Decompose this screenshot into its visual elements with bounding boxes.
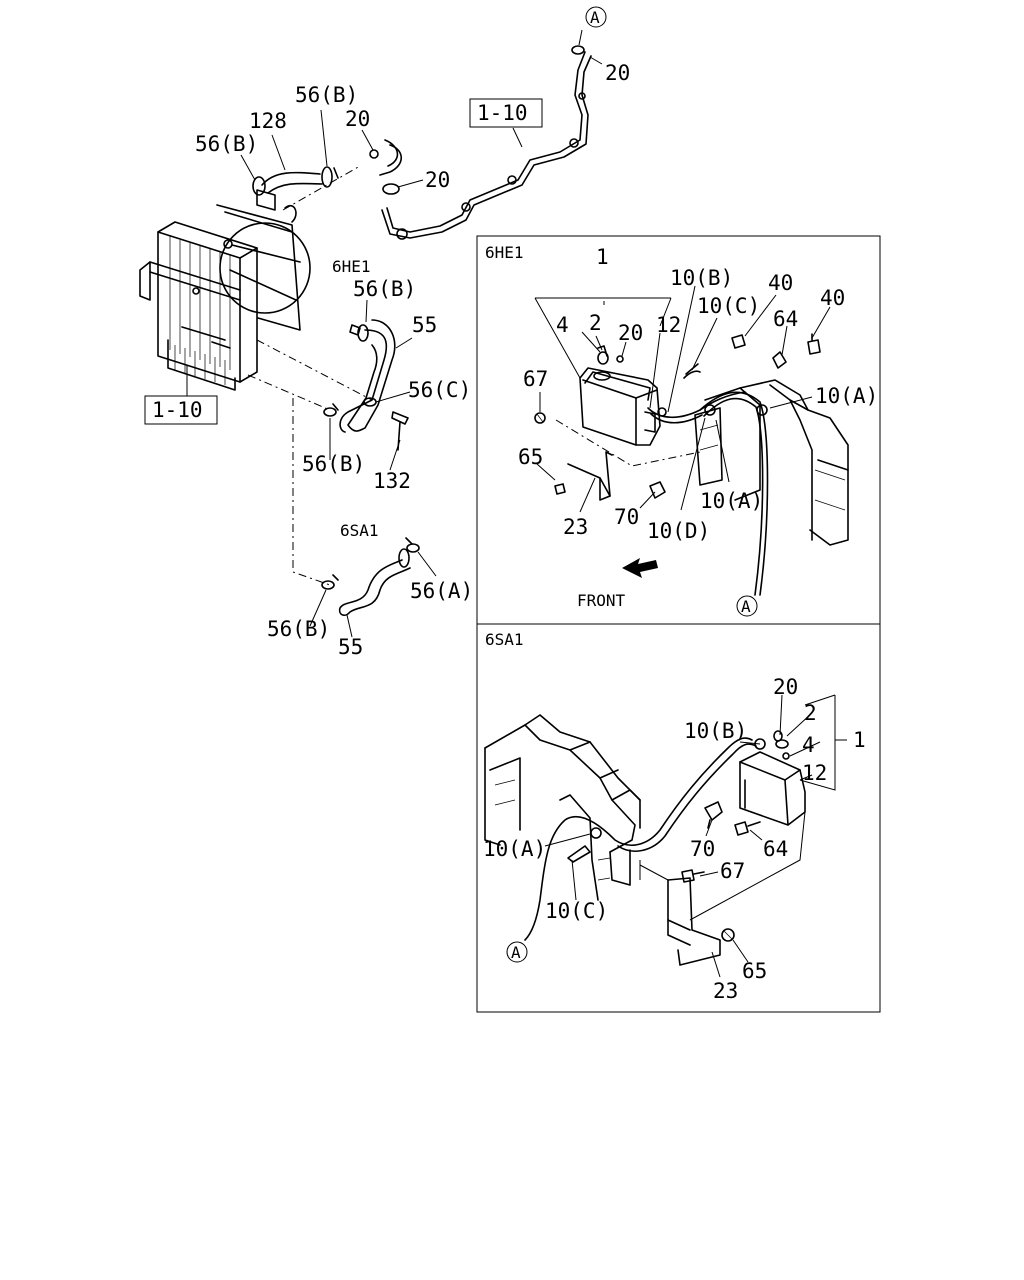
- radiator: [139, 221, 258, 391]
- label-132: 132: [373, 469, 411, 493]
- ref-1-10: 1-10: [152, 398, 203, 422]
- label-56c: 56(C): [408, 378, 471, 402]
- label-64: 64: [773, 307, 798, 331]
- label-56b: 56(B): [353, 277, 416, 301]
- main-labels: 56(B) 128 56(B) 20 20 20 6HE1 56(B) 55 5…: [195, 61, 630, 659]
- label-23: 23: [713, 979, 738, 1003]
- label-12: 12: [656, 313, 681, 337]
- ref-box-top: 1-10: [469, 98, 543, 128]
- fan-shroud: [216, 189, 311, 331]
- label-20: 20: [605, 61, 630, 85]
- upper-hose-128: [252, 139, 403, 196]
- label-40: 40: [768, 271, 793, 295]
- dash-lines: [247, 165, 373, 586]
- label-2: 2: [589, 311, 602, 335]
- label-56b: 56(B): [195, 132, 258, 156]
- label-65: 65: [742, 959, 767, 983]
- inset-6he1: 6HE1: [485, 243, 878, 617]
- ref-a: A: [741, 597, 751, 616]
- label-12: 12: [802, 761, 827, 785]
- label-64: 64: [763, 837, 788, 861]
- label-4: 4: [802, 733, 815, 757]
- label-55: 55: [412, 313, 437, 337]
- section-6he1-inset: 6HE1: [485, 243, 524, 262]
- leaders-top-left: [186, 29, 603, 638]
- label-10a: 10(A): [700, 489, 763, 513]
- label-1: 1: [853, 728, 866, 752]
- label-10a: 10(A): [483, 837, 546, 861]
- label-56b: 56(B): [302, 452, 365, 476]
- label-56b: 56(B): [267, 617, 330, 641]
- label-70: 70: [690, 837, 715, 861]
- label-20: 20: [425, 168, 450, 192]
- section-6he1: 6HE1: [332, 257, 371, 276]
- label-70: 70: [614, 505, 639, 529]
- lower-hose-55-6he1: [323, 319, 409, 451]
- ref-a: A: [590, 8, 600, 27]
- label-65: 65: [518, 445, 543, 469]
- lower-hose-55-6sa1: [321, 537, 420, 617]
- label-20: 20: [773, 675, 798, 699]
- label-4: 4: [556, 313, 569, 337]
- label-10c: 10(C): [545, 899, 608, 923]
- label-55: 55: [338, 635, 363, 659]
- ref-circle-a-top: A: [585, 6, 607, 28]
- ref-a: A: [511, 943, 521, 962]
- label-10a: 10(A): [815, 384, 878, 408]
- front-label: FRONT: [577, 591, 626, 610]
- label-23: 23: [563, 515, 588, 539]
- inset-6sa1-frame: [476, 623, 881, 1013]
- label-10b: 10(B): [684, 719, 747, 743]
- inset-6sa1: 6SA1: [483, 630, 866, 1003]
- reservoir-line: [381, 45, 592, 240]
- label-20: 20: [618, 321, 643, 345]
- section-6sa1: 6SA1: [340, 521, 379, 540]
- ref-box-left: 1-10: [144, 395, 218, 425]
- ref-1-10: 1-10: [477, 101, 528, 125]
- label-1: 1: [596, 245, 609, 269]
- label-10c: 10(C): [697, 294, 760, 318]
- label-67: 67: [720, 859, 745, 883]
- label-128: 128: [249, 109, 287, 133]
- section-6sa1-inset: 6SA1: [485, 630, 524, 649]
- label-67: 67: [523, 367, 548, 391]
- label-10b: 10(B): [670, 266, 733, 290]
- label-56b: 56(B): [295, 83, 358, 107]
- label-56a: 56(A): [410, 579, 473, 603]
- label-20: 20: [345, 107, 370, 131]
- label-40: 40: [820, 286, 845, 310]
- label-10d: 10(D): [647, 519, 710, 543]
- label-2: 2: [804, 701, 817, 725]
